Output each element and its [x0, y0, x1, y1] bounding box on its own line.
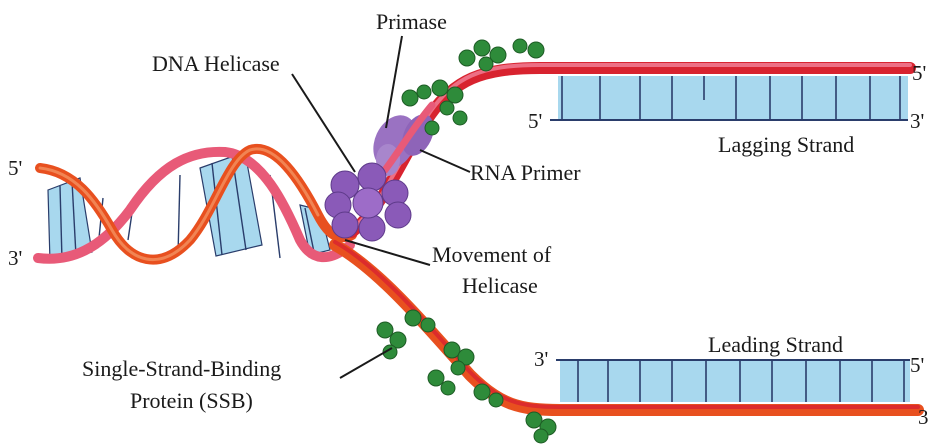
end-parent-top-left: 5': [8, 156, 22, 180]
label-movement-line2: Helicase: [462, 273, 538, 298]
end-lagging-new-left: 5': [528, 109, 542, 133]
rna-primer-leader: [420, 150, 470, 172]
end-parent-bottom-left: 3': [8, 246, 22, 270]
label-lagging-strand: Lagging Strand: [718, 132, 854, 157]
label-ssb-line2: Protein (SSB): [130, 388, 253, 413]
primase-leader: [386, 36, 402, 128]
end-leading-new-left: 3': [534, 347, 548, 371]
lagging-new-strand-block: [550, 76, 908, 120]
end-leading-template-right: 3: [918, 405, 929, 429]
parental-double-helix: [38, 149, 352, 262]
ssb-proteins: [377, 39, 556, 443]
label-rna-primer: RNA Primer: [470, 160, 581, 185]
dna-helicase-leader: [292, 74, 355, 172]
label-movement-line1: Movement of: [432, 242, 552, 267]
end-lagging-new-right: 3': [910, 109, 924, 133]
label-ssb-line1: Single-Strand-Binding: [82, 356, 281, 381]
end-leading-new-right: 5': [910, 353, 924, 377]
leading-new-strand-block: [556, 360, 910, 402]
label-primase: Primase: [376, 9, 447, 34]
ssb-leader: [340, 348, 392, 378]
end-lagging-template-right: 5': [912, 61, 926, 85]
label-leading-strand: Leading Strand: [708, 332, 843, 357]
label-dna-helicase: DNA Helicase: [152, 51, 280, 76]
